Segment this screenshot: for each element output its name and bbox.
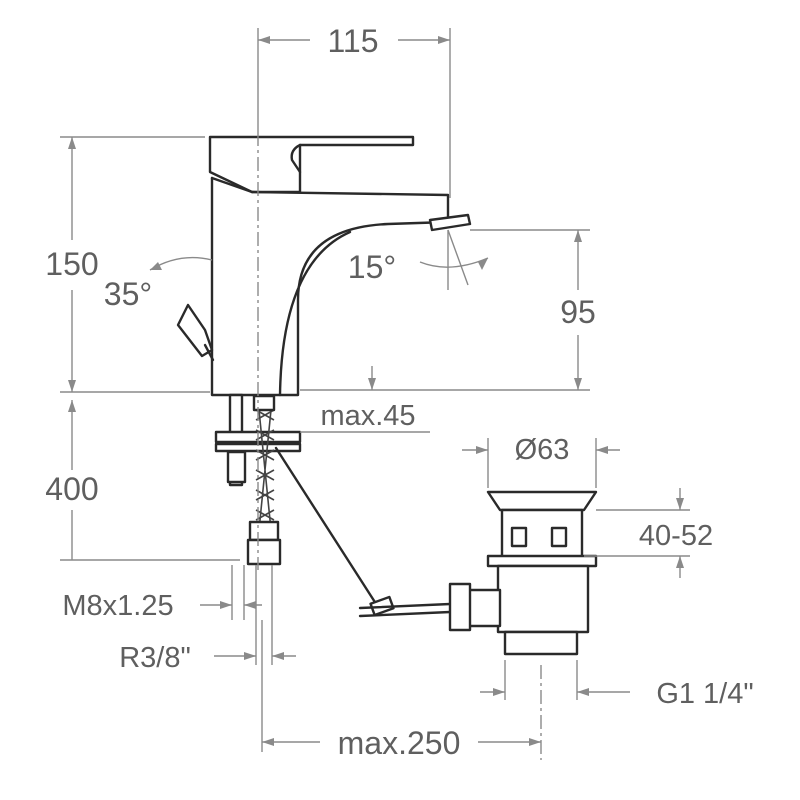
drain-flange xyxy=(486,490,598,512)
hose-nut xyxy=(248,520,280,542)
faucet-column xyxy=(210,176,450,397)
link-rod-2 xyxy=(358,610,452,618)
link-rod xyxy=(358,602,452,610)
dim-length-400: 400 xyxy=(45,471,98,507)
drain-side-port xyxy=(466,588,502,628)
dim-max-45: max.45 xyxy=(320,400,415,432)
dimension-labels: 115 150 35° 15° 95 max.45 400 Ø63 40-52 … xyxy=(45,23,753,761)
dim-height-95: 95 xyxy=(560,294,596,330)
drain-window-1 xyxy=(510,526,528,548)
lever-handle xyxy=(208,135,415,194)
spout-curve xyxy=(278,230,352,397)
drain-nut xyxy=(486,554,598,568)
spout-top xyxy=(250,190,450,224)
popup-knob xyxy=(176,303,214,358)
hose-top-fitting xyxy=(252,394,276,412)
drain-window-2 xyxy=(550,526,568,548)
lever-detail xyxy=(290,143,302,174)
faucet-body xyxy=(176,135,472,397)
popup-stem xyxy=(203,343,215,362)
drain-waste xyxy=(448,490,598,656)
drain-tail xyxy=(503,630,579,656)
drain-body xyxy=(496,564,590,634)
dim-thread-g114: G1 1/4" xyxy=(656,678,753,710)
handle-base-line xyxy=(210,176,254,194)
drain-side-nut xyxy=(448,582,472,632)
hose-connector xyxy=(246,538,282,566)
dim-width-115: 115 xyxy=(327,23,378,59)
dimension-lines xyxy=(60,28,690,760)
pull-rod xyxy=(274,446,382,612)
mounting-nut xyxy=(226,450,247,484)
hose-braid xyxy=(257,399,273,541)
aerator xyxy=(428,213,472,232)
dim-angle-15: 15° xyxy=(348,249,396,285)
dim-max-250: max.250 xyxy=(338,725,461,761)
dim-range-40-52: 40-52 xyxy=(639,520,713,552)
dim-thread-r38: R3/8" xyxy=(119,642,191,674)
dim-thread-m8: M8x1.25 xyxy=(62,590,173,622)
dim-angle-35: 35° xyxy=(104,276,152,312)
dim-height-150: 150 xyxy=(45,246,98,282)
dim-diameter-63: Ø63 xyxy=(515,434,570,466)
hose-braid-lines-2 xyxy=(255,409,275,521)
